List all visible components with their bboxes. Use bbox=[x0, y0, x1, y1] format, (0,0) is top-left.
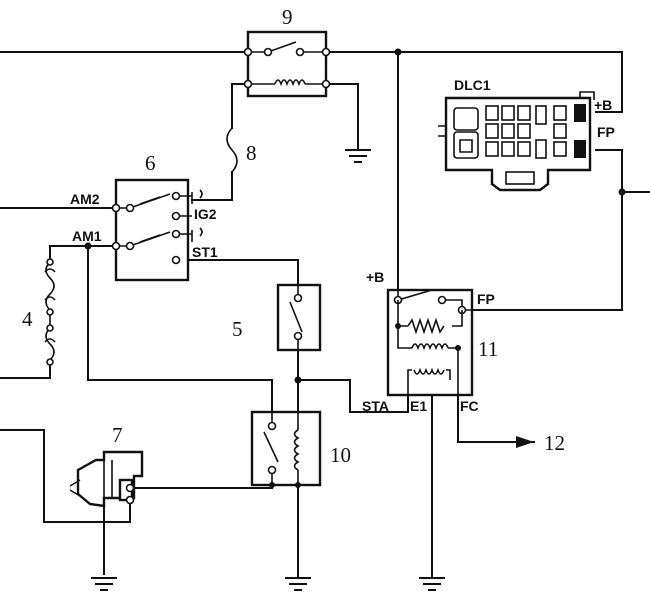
label-dlc-plus-b: +B bbox=[594, 97, 612, 113]
label-9: 9 bbox=[282, 5, 293, 29]
coil-symbol bbox=[293, 429, 300, 471]
dlc1-connector: DLC1 +B FP bbox=[438, 77, 615, 192]
label-12: 12 bbox=[544, 431, 565, 455]
label-10: 10 bbox=[330, 443, 351, 467]
label-dlc-fp: FP bbox=[597, 124, 615, 140]
switch-5: 5 bbox=[232, 283, 322, 352]
label-relay-fp: FP bbox=[477, 291, 495, 307]
label-e1: E1 bbox=[410, 398, 427, 414]
label-5: 5 bbox=[232, 317, 243, 341]
relay-9: 9 bbox=[243, 5, 331, 98]
fuse-8: 8 bbox=[226, 127, 257, 173]
label-7: 7 bbox=[112, 423, 123, 447]
coil-symbol bbox=[274, 79, 306, 87]
starter-7: 7 bbox=[69, 423, 144, 508]
fusible-link-4: 4 bbox=[22, 258, 56, 366]
ground-symbol bbox=[345, 149, 371, 163]
ground-symbol bbox=[285, 577, 311, 591]
output-12: 12 bbox=[521, 431, 565, 455]
label-ig2: IG2 bbox=[194, 206, 217, 222]
label-8: 8 bbox=[246, 141, 257, 165]
label-11: 11 bbox=[478, 337, 498, 361]
coil-symbol bbox=[411, 343, 449, 351]
label-6: 6 bbox=[145, 151, 156, 175]
ground-symbol bbox=[91, 577, 117, 591]
circuit-opening-relay-11: 11 +B FP STA E1 FC bbox=[362, 269, 498, 414]
label-sta: STA bbox=[362, 398, 389, 414]
ground-symbol bbox=[419, 577, 445, 591]
ignition-switch-6: 6 AM2 AM1 IG2 ST1 bbox=[70, 151, 218, 282]
label-am1: AM1 bbox=[72, 228, 102, 244]
relay-10: 10 bbox=[250, 410, 351, 488]
label-dlc1: DLC1 bbox=[454, 77, 491, 93]
label-st1: ST1 bbox=[192, 244, 218, 260]
label-am2: AM2 bbox=[70, 191, 100, 207]
label-fc: FC bbox=[460, 398, 479, 414]
fuse-symbol bbox=[226, 127, 238, 173]
label-4: 4 bbox=[22, 307, 33, 331]
label-relay-plus-b: +B bbox=[366, 269, 384, 285]
